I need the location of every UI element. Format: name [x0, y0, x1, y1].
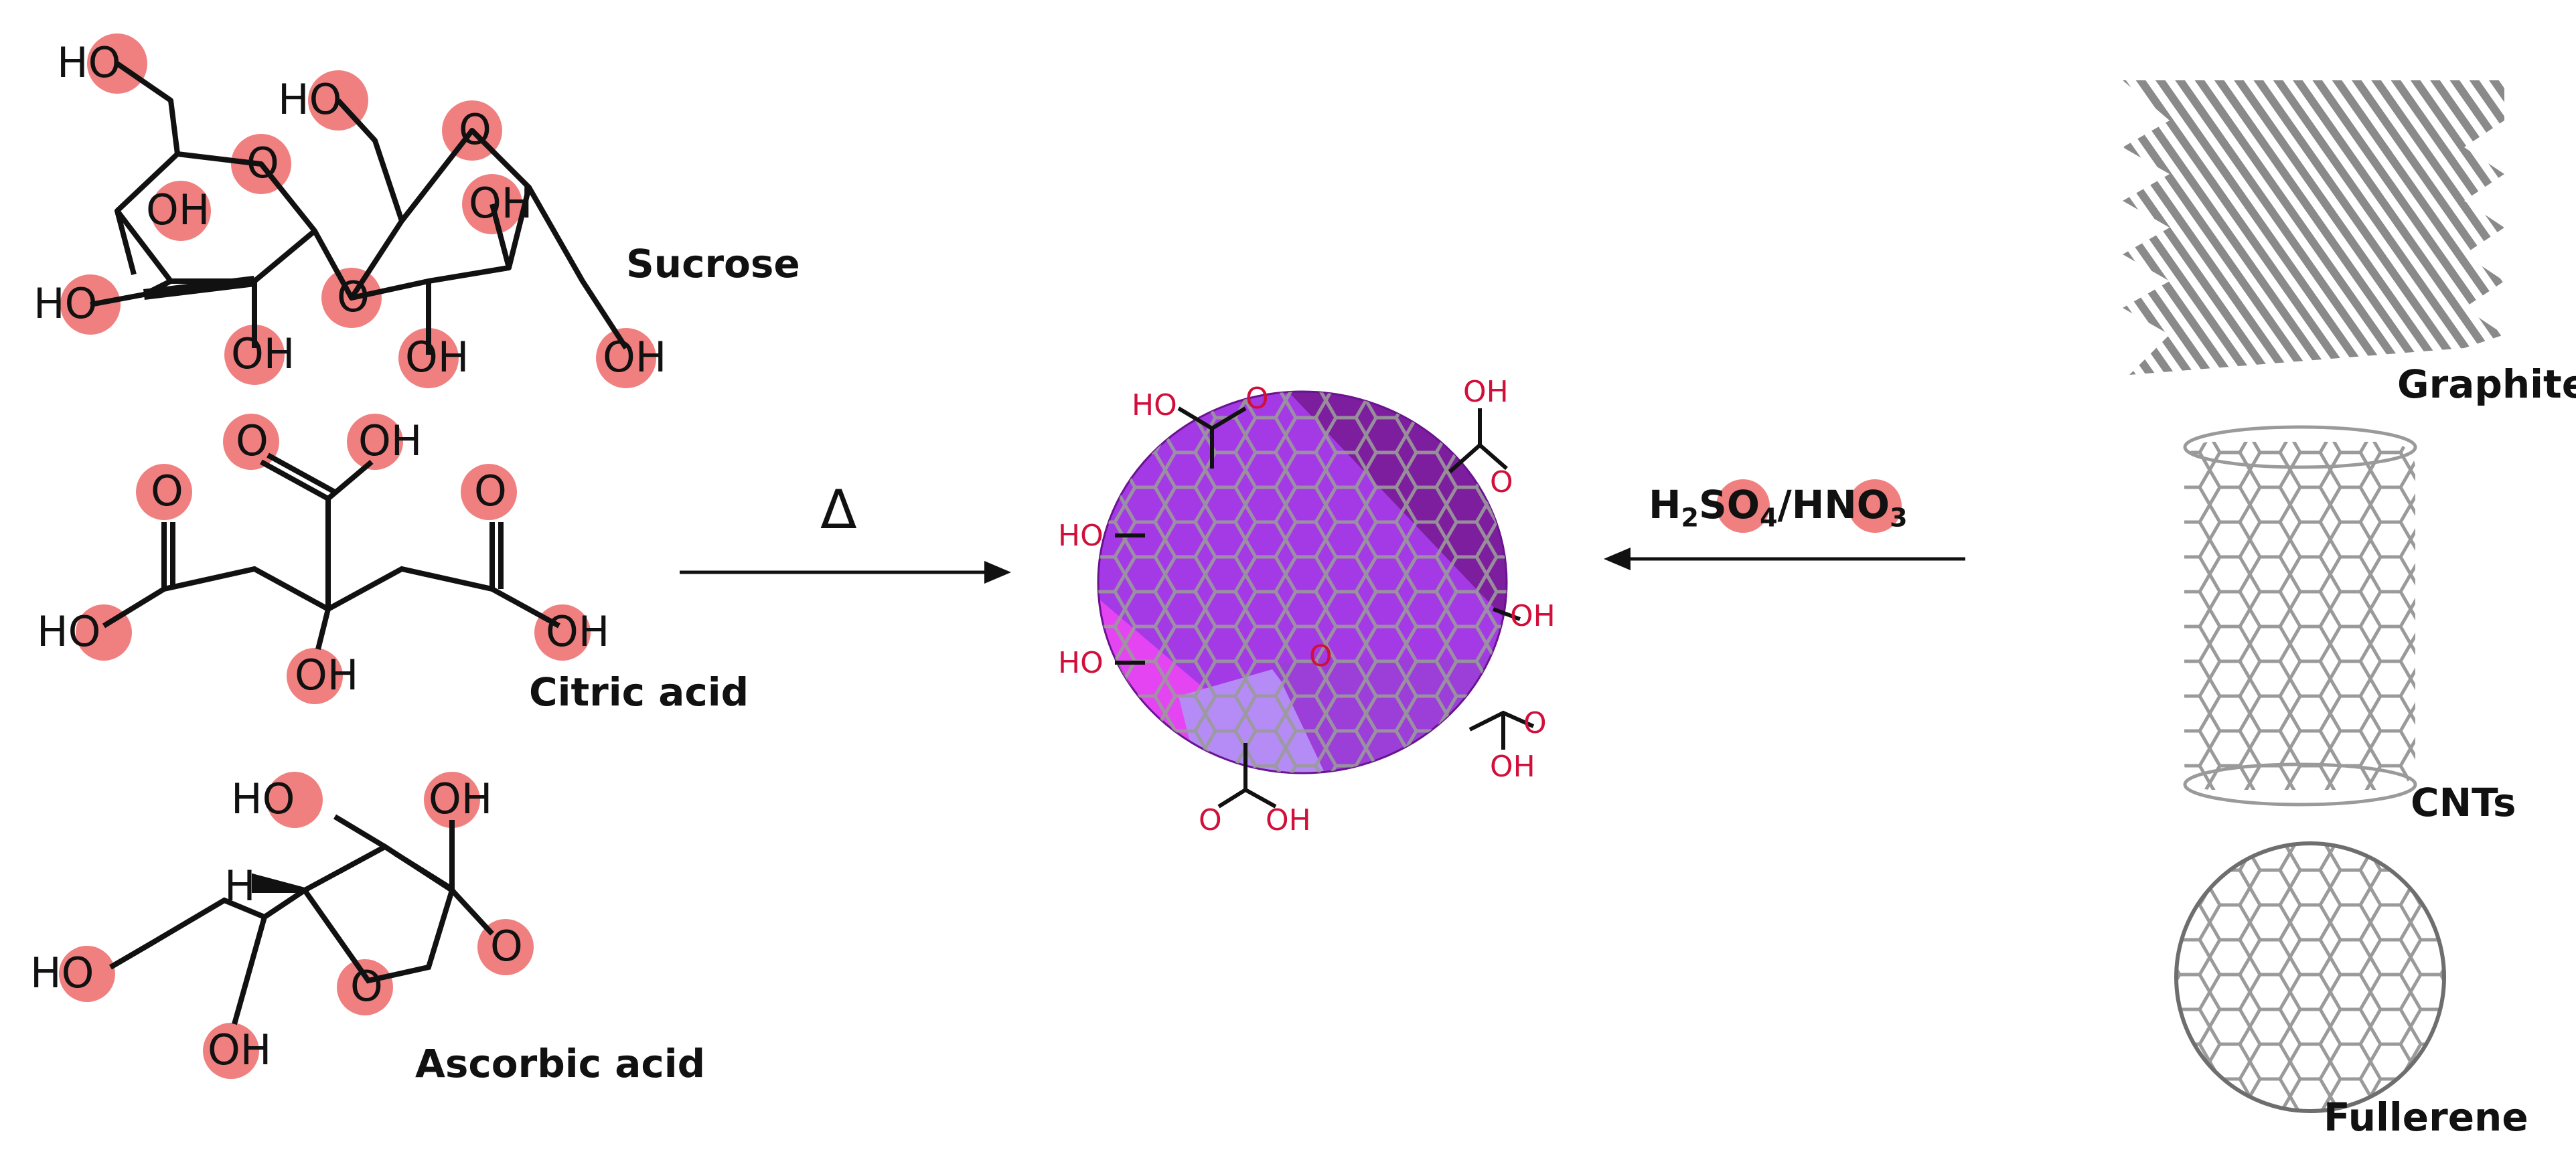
dot-o-center: O: [1309, 639, 1333, 673]
dot-o-right-lower: O: [1523, 706, 1547, 740]
citric-oh-right: OH: [546, 607, 609, 656]
dot-o-bottom: O: [1199, 803, 1222, 837]
ascorbic-ho-left: HO: [30, 948, 94, 997]
sucrose-oh-a: OH: [146, 185, 210, 234]
ascorbic-o-ring: O: [350, 962, 383, 1011]
dot-ho-top-left: HO: [1132, 388, 1177, 422]
reagent-h: H: [1649, 482, 1681, 527]
citric-oh-bottom: OH: [295, 651, 358, 699]
dot-oh-right: OH: [1510, 599, 1556, 633]
label-fullerene: Fullerene: [2324, 1094, 2528, 1140]
dot-heteroatoms: HO O OH O HO OH O HO O OH O OH: [1058, 375, 1556, 837]
reagent-so-sub: 4: [1760, 503, 1778, 533]
citric-oh-top: OH: [358, 416, 422, 465]
reverse-arrow: [1604, 548, 1965, 570]
graphite-image: [2123, 80, 2504, 375]
reagent-h-sub: 2: [1681, 503, 1699, 533]
sucrose-oh-b: OH: [469, 179, 532, 228]
reagent-label: H2SO4/HNO3: [1649, 482, 1908, 533]
label-sucrose: Sucrose: [626, 241, 800, 286]
label-graphite: Graphite: [2397, 361, 2576, 407]
dot-oh-top-right: OH: [1463, 375, 1509, 409]
carbon-dot: HO O OH O HO OH O HO O OH O OH: [1058, 375, 1556, 837]
dot-oh-right-lower: OH: [1490, 750, 1535, 784]
citric-acid-structure: O OH O O HO OH OH: [37, 414, 609, 704]
oxygen-highlights-citric: [76, 414, 591, 704]
ascorbic-acid-structure: HO OH H O O HO OH: [30, 772, 534, 1079]
citric-o-right: O: [474, 467, 507, 515]
sucrose-ho-top: HO: [57, 38, 121, 87]
ascorbic-oh-top: OH: [429, 774, 492, 823]
dot-o-top-right: O: [1490, 465, 1513, 499]
reagent-no-sub: 3: [1890, 503, 1908, 533]
sucrose-ho-left: HO: [33, 279, 97, 328]
ascorbic-o-ketone: O: [490, 922, 523, 971]
fullerene-image: [2174, 841, 2446, 1113]
sucrose-structure: HO HO O O OH OH HO O OH OH OH: [33, 33, 666, 388]
sucrose-o-ring2: O: [459, 105, 491, 154]
ascorbic-oh-bottom: OH: [208, 1025, 271, 1074]
citric-ho-left: HO: [37, 607, 100, 656]
ascorbic-h: H: [224, 861, 256, 910]
sucrose-o-ring1: O: [246, 139, 279, 187]
citric-o-top: O: [236, 416, 269, 465]
sucrose-o-bridge: O: [337, 272, 370, 321]
forward-arrow: [680, 561, 1011, 584]
dot-o-top-left: O: [1245, 382, 1269, 416]
dot-ho-left-upper: HO: [1058, 519, 1104, 553]
sucrose-ho-mid: HO: [278, 75, 342, 124]
sucrose-oh-d: OH: [405, 333, 469, 382]
dot-oh-bottom: OH: [1266, 803, 1311, 837]
label-ascorbic-acid: Ascorbic acid: [415, 1041, 706, 1086]
label-cnts: CNTs: [2411, 780, 2516, 825]
reagent-hno: /HNO: [1777, 482, 1890, 527]
dot-ho-left-lower: HO: [1058, 646, 1104, 680]
ascorbic-ho-top: HO: [231, 774, 295, 823]
heat-symbol: Δ: [820, 479, 857, 541]
oxygen-highlights-ascorbic: [59, 772, 534, 1079]
citric-o-left: O: [151, 467, 183, 515]
reagent-highlights: [1716, 479, 1902, 533]
sucrose-oh-e: OH: [603, 333, 666, 382]
label-citric-acid: Citric acid: [529, 669, 749, 715]
reagent-so: SO: [1699, 482, 1760, 527]
sucrose-oh-c: OH: [231, 329, 295, 378]
cnt-image: [2183, 425, 2417, 807]
